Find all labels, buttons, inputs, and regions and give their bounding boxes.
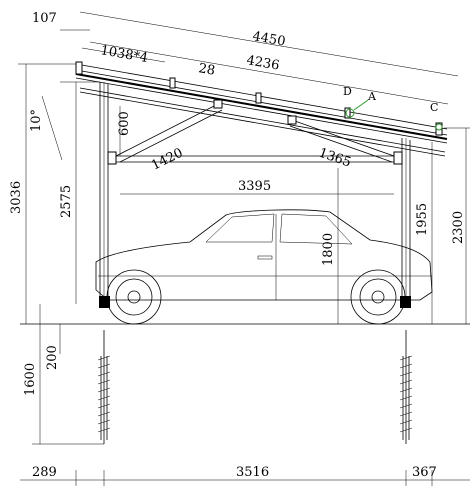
dim-left-brace: 1420 xyxy=(149,146,185,174)
roof-structure xyxy=(75,61,448,157)
dim-post-spacing: 3516 xyxy=(236,465,269,480)
dim-clear-height: 1800 xyxy=(321,233,336,266)
ground-and-piles xyxy=(20,323,470,444)
dim-right-total-height: 2300 xyxy=(451,211,466,244)
left-post xyxy=(99,82,110,308)
dim-top-overhang: 107 xyxy=(32,11,57,26)
dim-total-height: 3036 xyxy=(9,181,24,214)
dim-tilt-angle: 10° xyxy=(29,109,44,132)
dim-beam-span: 3395 xyxy=(238,179,271,194)
right-post xyxy=(400,138,411,308)
dim-pile-top: 200 xyxy=(45,345,60,370)
dim-purlin-spacing: 1038*4 xyxy=(99,43,149,66)
dim-pile-depth: 1600 xyxy=(23,363,38,396)
dim-brace-depth: 600 xyxy=(117,111,132,136)
dim-right-offset: 367 xyxy=(412,465,437,480)
detail-callouts xyxy=(345,99,443,131)
dim-gap: 28 xyxy=(197,61,216,79)
dim-left-post-height: 2575 xyxy=(59,185,74,218)
detail-label-d: D xyxy=(343,85,352,98)
dim-right-brace: 1365 xyxy=(317,146,353,171)
detail-label-a: A xyxy=(367,90,377,103)
dim-panel-length: 4450 xyxy=(251,29,286,49)
detail-label-c: C xyxy=(430,101,438,114)
dim-purlin-span: 4236 xyxy=(245,53,280,73)
dim-left-offset: 289 xyxy=(32,465,57,480)
dim-right-post-height: 1955 xyxy=(415,203,430,236)
car-outline xyxy=(95,209,433,325)
braces xyxy=(107,99,403,165)
dimension-lines xyxy=(18,11,470,486)
